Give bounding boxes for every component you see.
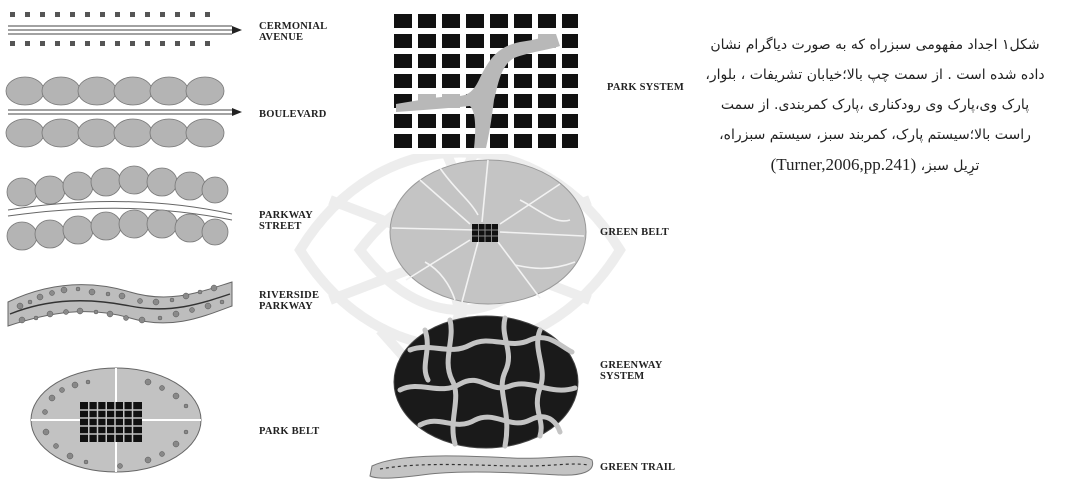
parkway-street-diagram bbox=[7, 166, 232, 250]
caption-line: راست بالا؛سیستم پارک، کمربند سبز، سیستم … bbox=[690, 120, 1060, 150]
label-boulevard: BOULEVARD bbox=[259, 109, 327, 120]
caption-line: پارک وی،پارک وی رودکناری ،پارک کمربندی. … bbox=[690, 90, 1060, 120]
caption-line: شکل۱ اجداد مفهومی سبزراه که به صورت دیاگ… bbox=[690, 30, 1060, 60]
riverside-parkway-diagram bbox=[8, 282, 232, 326]
boulevard-diagram bbox=[6, 77, 242, 147]
park-belt-diagram bbox=[31, 368, 201, 472]
arrow-icon bbox=[232, 26, 242, 34]
arrow-icon bbox=[232, 108, 242, 116]
label-green-belt: GREEN BELT bbox=[600, 227, 669, 238]
caption-line: داده شده است . از سمت چپ بالا؛خیابان تشر… bbox=[690, 60, 1060, 90]
caption-last-word: ترِیل سبز، bbox=[921, 158, 980, 174]
figure-caption: شکل۱ اجداد مفهومی سبزراه که به صورت دیاگ… bbox=[690, 30, 1060, 181]
green-trail-diagram bbox=[370, 456, 593, 478]
park-system-diagram bbox=[394, 14, 578, 154]
caption-source: (Turner,2006,pp.241) bbox=[771, 155, 917, 174]
greenway-system-diagram bbox=[394, 316, 578, 448]
avenue-top-dots bbox=[10, 12, 210, 17]
avenue-bottom-dots bbox=[10, 41, 210, 46]
green-belt-diagram bbox=[390, 160, 586, 304]
label-green-trail: GREEN TRAIL bbox=[600, 462, 675, 473]
label-park-system: PARK SYSTEM bbox=[607, 82, 684, 93]
caption-line-source: ترِیل سبز، (Turner,2006,pp.241) bbox=[690, 150, 1060, 181]
ceremonial-avenue-diagram bbox=[8, 12, 242, 46]
label-park-belt: PARK BELT bbox=[259, 426, 319, 437]
